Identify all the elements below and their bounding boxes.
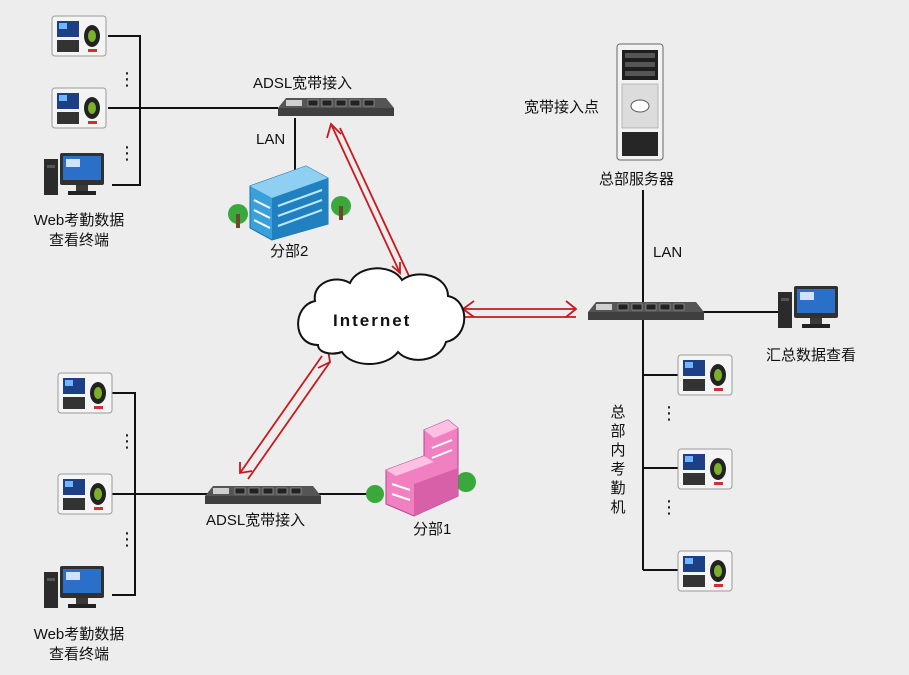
branch2-name-label: 分部2 — [270, 243, 309, 260]
branch2-web-terminal-label-1: Web考勤数据 — [33, 212, 125, 229]
ellipsis-marker: ⋮ — [660, 403, 678, 423]
branch2-adsl-label: ADSL宽带接入 — [253, 75, 353, 92]
branch2-web-terminal-label-2: 查看终端 — [48, 232, 109, 249]
hq-attendance-machines-label: 总部内考勤机 — [610, 404, 626, 516]
internet-label: Internet — [333, 311, 412, 330]
branch2-building — [228, 165, 351, 241]
branch1-name-label: 分部1 — [413, 521, 452, 538]
branch2-attendance-machine-2 — [51, 87, 107, 129]
branch2-wiring — [108, 35, 296, 186]
branch1-web-terminal-label-2: 查看终端 — [48, 646, 109, 663]
branch2-web-terminal — [44, 153, 104, 195]
branch2-attendance-machine-1 — [51, 15, 107, 57]
branch2-adsl-router — [277, 97, 395, 117]
hq-lan-label: LAN — [653, 244, 683, 261]
hq-server — [616, 43, 664, 161]
ellipsis-marker: ⋮ — [118, 143, 136, 163]
ellipsis-marker: ⋮ — [660, 497, 678, 517]
branch1-web-terminal — [44, 566, 104, 608]
ellipsis-marker: ⋮ — [118, 529, 136, 549]
branch1-attendance-machine-2 — [57, 473, 113, 515]
branch1-web-terminal-label-1: Web考勤数据 — [33, 626, 125, 643]
branch1-attendance-machine-1 — [57, 372, 113, 414]
hq-summary-view-label: 汇总数据查看 — [766, 347, 857, 364]
branch1-building — [366, 419, 476, 517]
branch2-lan-label: LAN — [256, 131, 286, 148]
branch1-adsl-label: ADSL宽带接入 — [206, 512, 306, 529]
hq-attendance-machine-3 — [677, 550, 733, 592]
hq-wiring — [642, 190, 778, 571]
hq-attendance-machine-1 — [677, 354, 733, 396]
hq-switch — [587, 301, 705, 321]
ellipsis-marker: ⋮ — [118, 69, 136, 89]
branch1-adsl-router — [204, 485, 322, 505]
hq-server-label: 总部服务器 — [599, 171, 675, 188]
hq-summary-pc — [778, 286, 838, 328]
hq-access-point-label: 宽带接入点 — [524, 99, 600, 116]
hq-attendance-machine-2 — [677, 448, 733, 490]
ellipsis-marker: ⋮ — [118, 431, 136, 451]
internet-links — [239, 122, 578, 480]
internet-cloud — [297, 267, 466, 365]
